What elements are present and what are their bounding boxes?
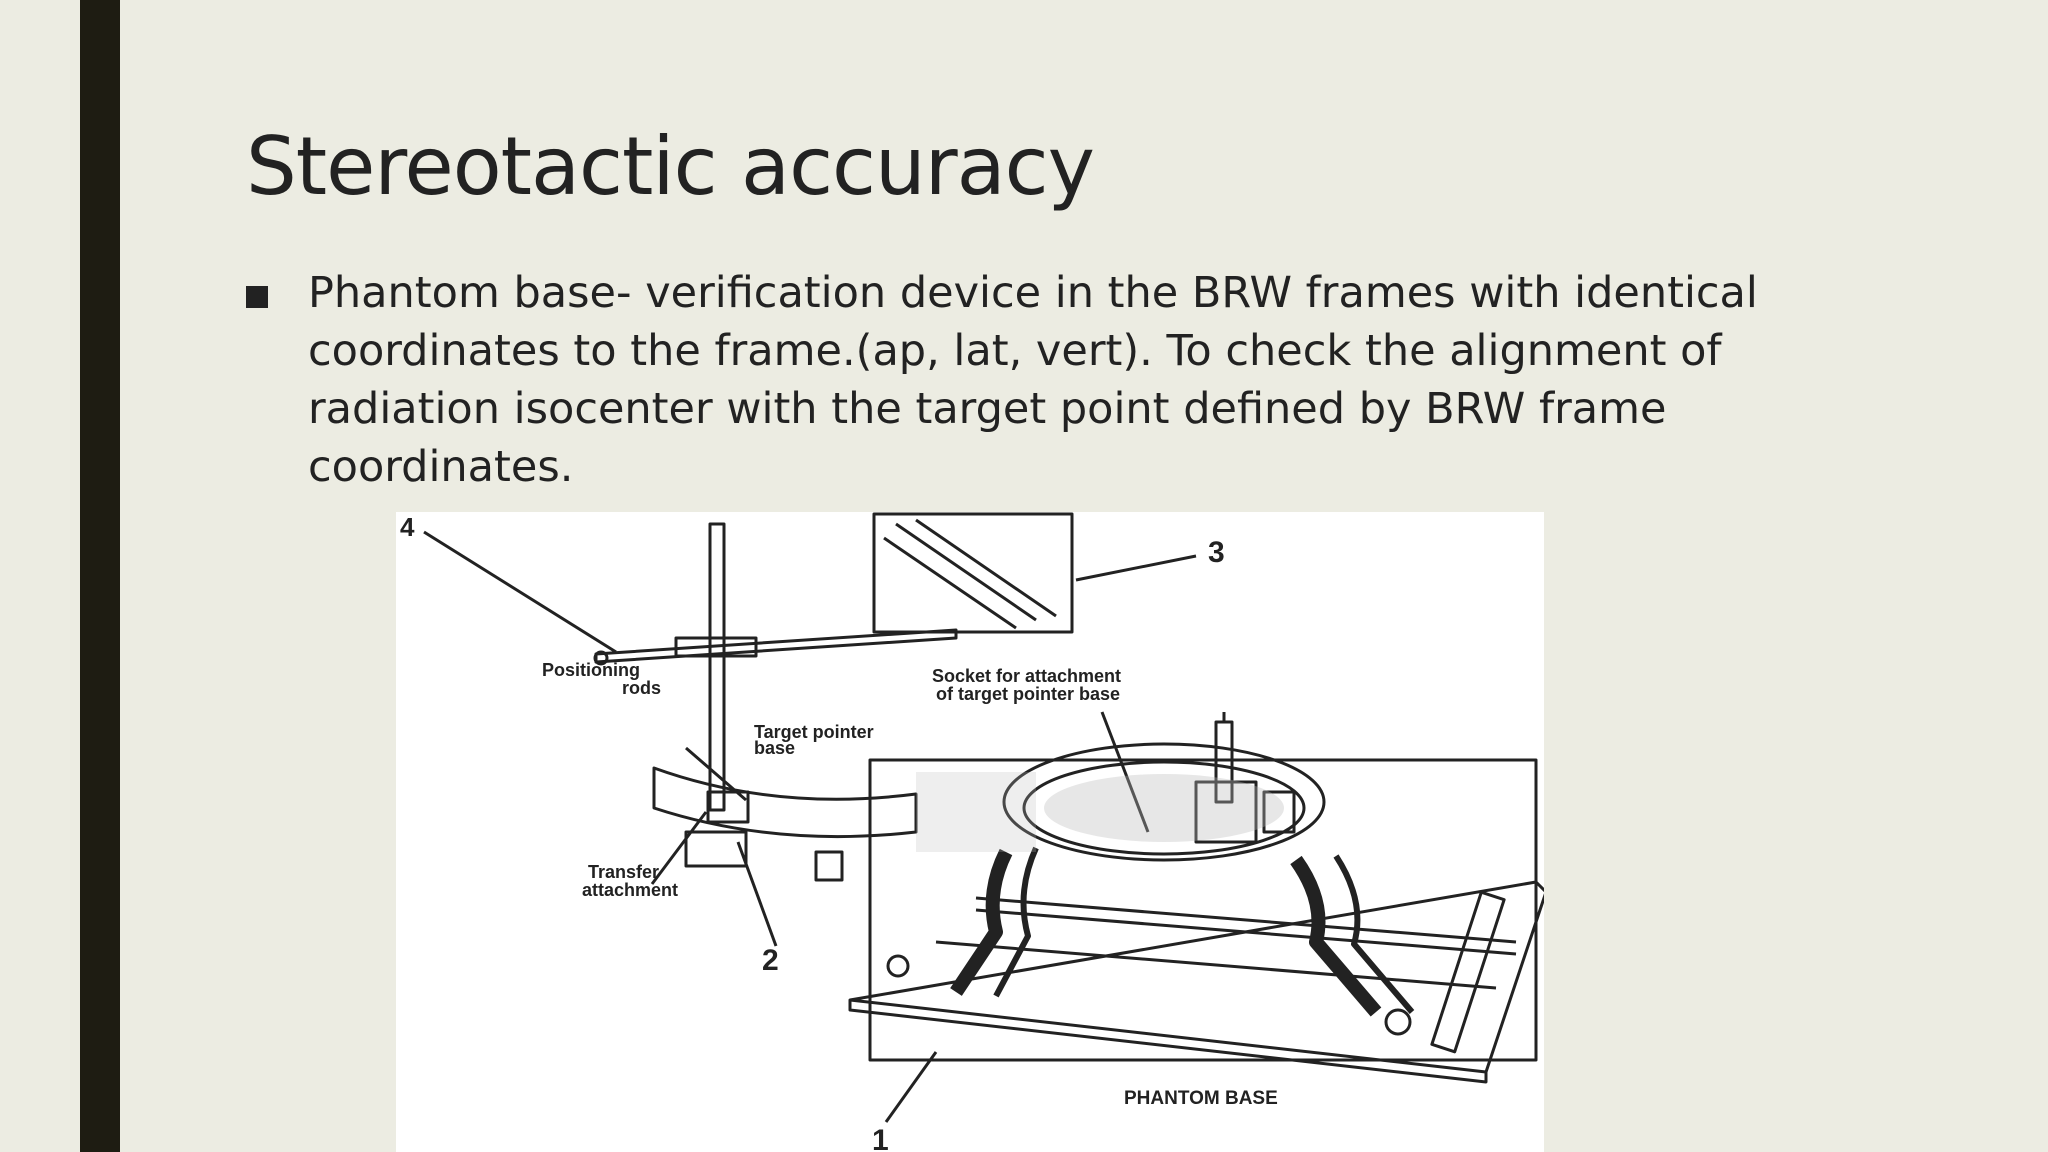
label-transfer-1: Transfer	[588, 862, 659, 882]
bullet-item: Phantom base- verification device in the…	[246, 264, 1766, 496]
shading	[916, 772, 1284, 852]
label-socket-2: of target pointer base	[936, 684, 1120, 704]
label-positioning-rods-1: Positioning	[542, 660, 640, 680]
phantom-base-drawing: 4 3 2 1 Positioning rods Target pointer …	[400, 512, 1544, 1152]
left-accent-bar	[80, 0, 120, 1152]
label-target-pointer-1: Target pointer	[754, 722, 874, 742]
phantom-base-diagram: 4 3 2 1 Positioning rods Target pointer …	[396, 512, 1544, 1152]
label-1: 1	[872, 1124, 889, 1152]
label-phantom-base: PHANTOM BASE	[1124, 1088, 1278, 1109]
label-3: 3	[1208, 536, 1225, 569]
frame-ring	[1002, 742, 1326, 862]
vertical-rod	[708, 522, 726, 812]
target-pointer-arc	[652, 766, 918, 839]
label-socket-1: Socket for attachment	[932, 666, 1121, 686]
phantom-base-box	[868, 758, 1538, 1062]
label-4: 4	[400, 512, 415, 542]
label-target-pointer-2: base	[754, 738, 795, 758]
positioning-rod	[594, 628, 958, 664]
bullet-text: Phantom base- verification device in the…	[308, 268, 1758, 492]
slide-title: Stereotactic accuracy	[246, 120, 1095, 213]
square-bullet-icon	[246, 286, 268, 308]
detail-inset-box	[872, 512, 1074, 634]
label-2: 2	[762, 944, 779, 977]
label-positioning-rods-2: rods	[622, 678, 661, 698]
label-transfer-2: attachment	[582, 880, 678, 900]
